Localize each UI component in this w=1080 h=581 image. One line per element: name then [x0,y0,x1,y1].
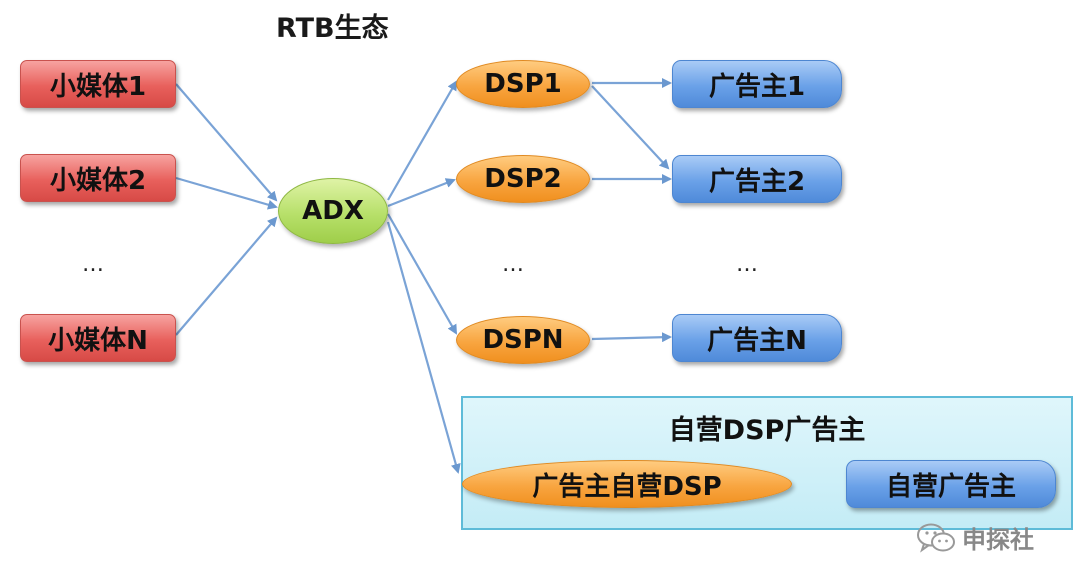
advertiser-ellipsis: … [736,252,758,277]
arrow-media1-adx [175,83,278,202]
media-node-n: 小媒体N [20,314,176,362]
dsp-node-1: DSP1 [456,60,590,108]
media-node-1: 小媒体1 [20,60,176,108]
advertiser-node-n: 广告主N [672,314,842,362]
arrow-dsp1-adv2 [591,85,670,170]
self-operated-dsp-node: 广告主自营DSP [462,460,792,508]
advertiser-node-2: 广告主2 [672,155,842,203]
watermark-text: 申探社 [962,526,1034,554]
self-operated-title: 自营DSP广告主 [668,415,866,446]
arrow-adx-dspN [387,213,457,335]
arrow-adx-dsp2 [387,178,456,208]
self-operated-advertiser-node: 自营广告主 [846,460,1056,508]
arrow-mediaN-adx [175,216,278,336]
dsp-node-2: DSP2 [456,155,590,203]
advertiser-node-1: 广告主1 [672,60,842,108]
watermark-logo: 申探社 [916,520,1034,555]
wechat-icon [917,523,955,553]
adx-node: ADX [278,178,388,244]
arrow-media2-adx [175,176,278,210]
arrow-dspN-advN [591,332,672,343]
dsp-ellipsis: … [502,252,524,277]
arrow-adx-self-dsp [386,221,461,474]
media-node-2: 小媒体2 [20,154,176,202]
arrow-adx-dsp1 [387,80,457,201]
media-ellipsis: … [82,252,104,277]
diagram-title: RTB生态 [276,13,389,44]
dsp-node-n: DSPN [456,316,590,364]
